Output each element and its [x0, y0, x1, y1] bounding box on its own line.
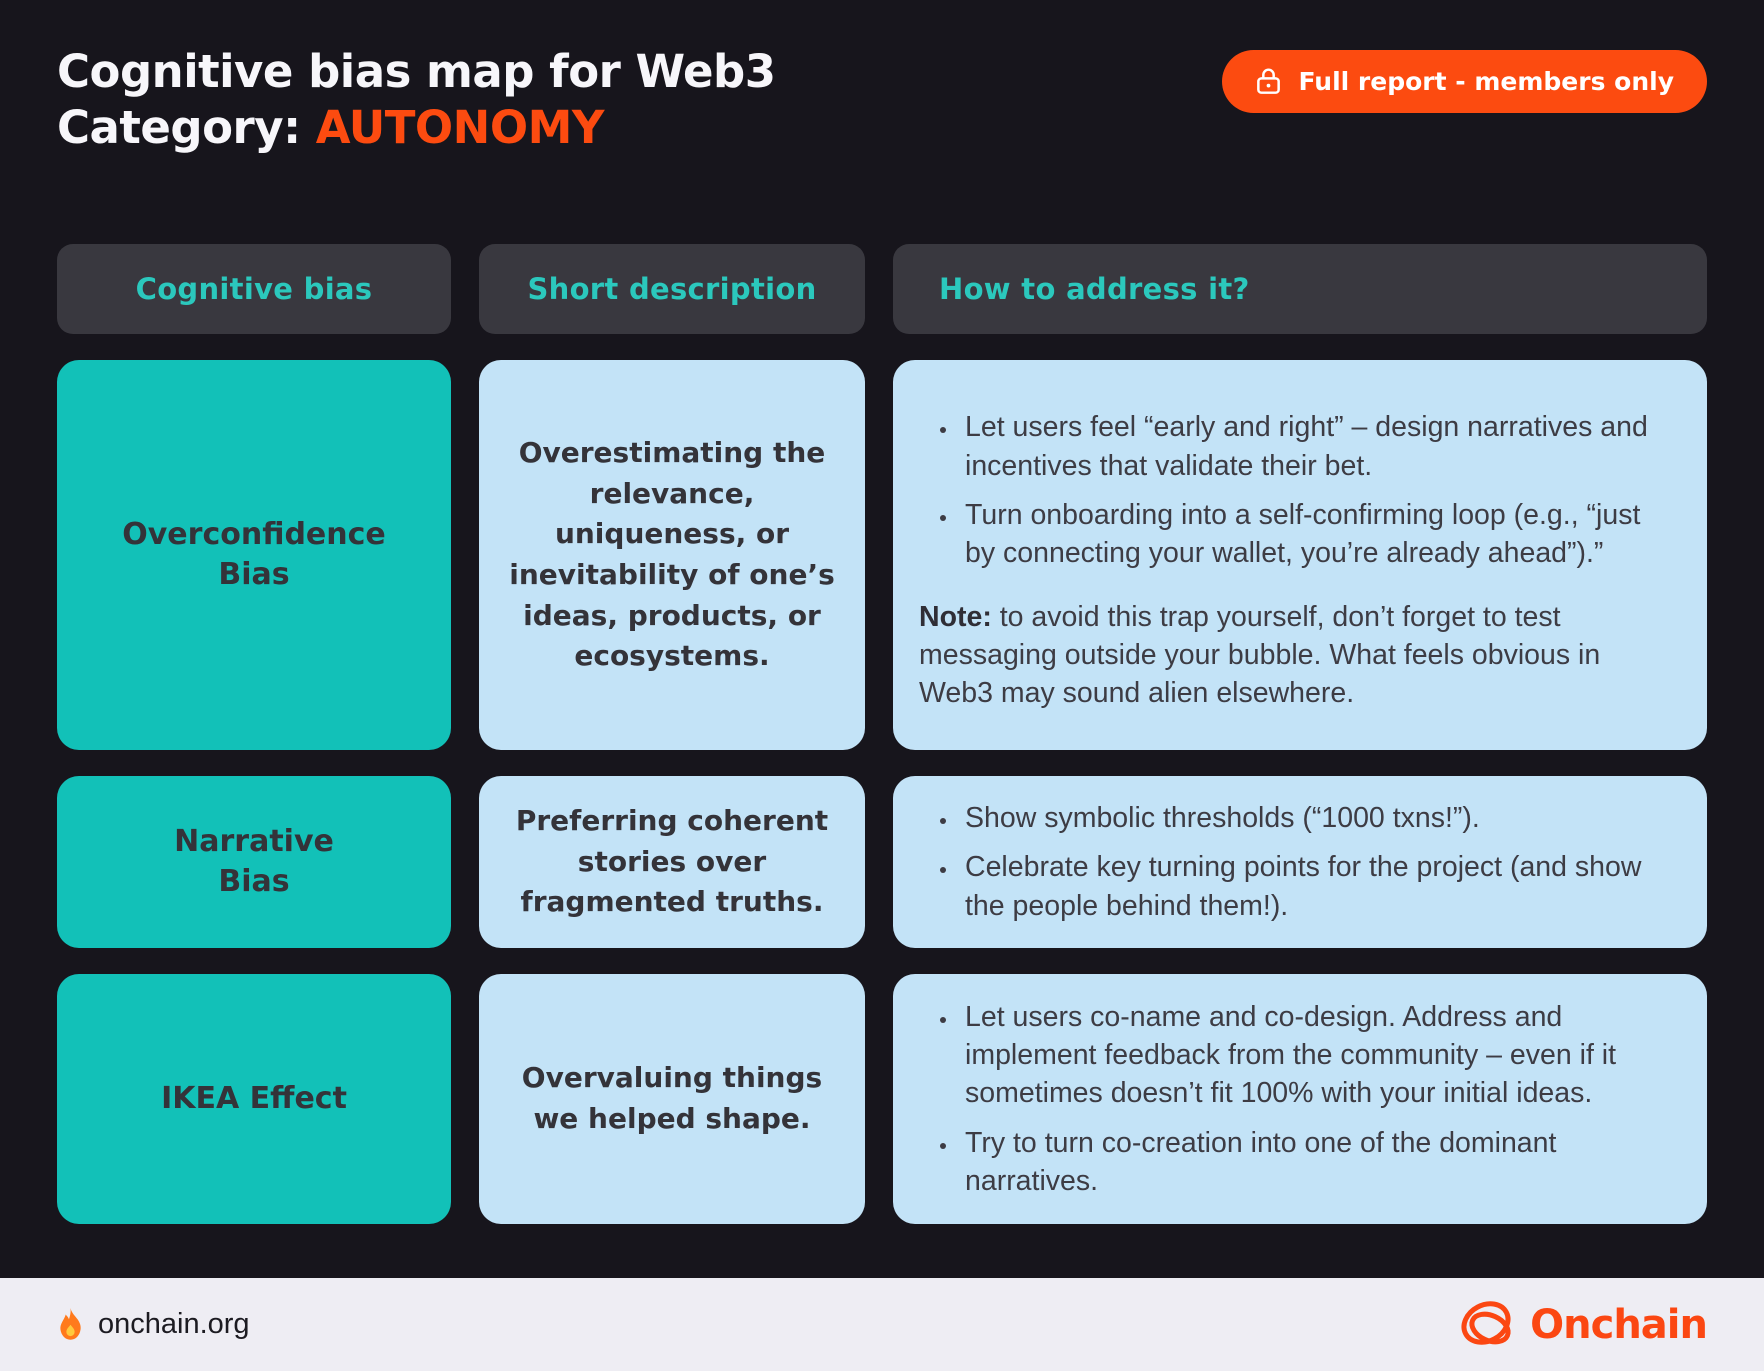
- advice-list: Let users feel “early and right” – desig…: [919, 397, 1671, 583]
- advice-item: Turn onboarding into a self-confirming l…: [959, 496, 1671, 572]
- how-cell-ikea-effect: Let users co-name and co-design. Address…: [893, 974, 1707, 1224]
- advice-list: Show symbolic thresholds (“1000 txns!”).…: [919, 788, 1671, 936]
- bias-cell-ikea-effect: IKEA Effect: [57, 974, 451, 1224]
- lock-icon: [1257, 68, 1281, 94]
- site-url: onchain.org: [98, 1308, 250, 1340]
- advice-item: Try to turn co-creation into one of the …: [959, 1124, 1671, 1200]
- full-report-button[interactable]: Full report - members only: [1222, 50, 1707, 113]
- onchain-logo: Onchain: [1457, 1297, 1708, 1353]
- page-header: Cognitive bias map for Web3 Category: AU…: [0, 0, 1764, 156]
- advice-item: Celebrate key turning points for the pro…: [959, 848, 1671, 924]
- description-cell-overconfidence: Overestimating the relevance, uniqueness…: [479, 360, 865, 750]
- column-header-label: How to address it?: [939, 272, 1250, 306]
- advice-item: Let users feel “early and right” – desig…: [959, 408, 1671, 484]
- site-credit: onchain.org: [57, 1307, 250, 1342]
- description-cell-ikea-effect: Overvaluing things we helped shape.: [479, 974, 865, 1224]
- note-text: to avoid this trap yourself, don’t forge…: [919, 601, 1601, 710]
- title-line2-prefix: Category:: [57, 100, 316, 154]
- full-report-label: Full report - members only: [1298, 67, 1674, 96]
- advice-item: Show symbolic thresholds (“1000 txns!”).: [959, 799, 1671, 837]
- bias-table: Cognitive bias Short description How to …: [57, 244, 1707, 1224]
- column-header-short-description: Short description: [479, 244, 865, 334]
- advice-note: Note: to avoid this trap yourself, don’t…: [919, 598, 1671, 713]
- bias-cell-overconfidence: Overconfidence Bias: [57, 360, 451, 750]
- page-title: Cognitive bias map for Web3 Category: AU…: [57, 44, 776, 156]
- note-label: Note:: [919, 601, 992, 634]
- flame-icon: [60, 1307, 81, 1340]
- onchain-knot-icon: [1461, 1300, 1511, 1345]
- column-header-label: Short description: [527, 272, 817, 306]
- column-header-how-to-address: How to address it?: [893, 244, 1707, 334]
- brand-wordmark: Onchain: [1530, 1301, 1708, 1348]
- column-header-label: Cognitive bias: [135, 272, 373, 306]
- advice-list: Let users co-name and co-design. Address…: [919, 987, 1671, 1211]
- how-cell-narrative: Show symbolic thresholds (“1000 txns!”).…: [893, 776, 1707, 948]
- bias-cell-narrative: Narrative Bias: [57, 776, 451, 948]
- title-line1: Cognitive bias map for Web3: [57, 45, 776, 98]
- description-cell-narrative: Preferring coherent stories over fragmen…: [479, 776, 865, 948]
- footer-bar: onchain.org Onchain: [0, 1278, 1764, 1371]
- how-cell-overconfidence: Let users feel “early and right” – desig…: [893, 360, 1707, 750]
- title-category: AUTONOMY: [315, 100, 605, 154]
- column-header-cognitive-bias: Cognitive bias: [57, 244, 451, 334]
- advice-item: Let users co-name and co-design. Address…: [959, 998, 1671, 1113]
